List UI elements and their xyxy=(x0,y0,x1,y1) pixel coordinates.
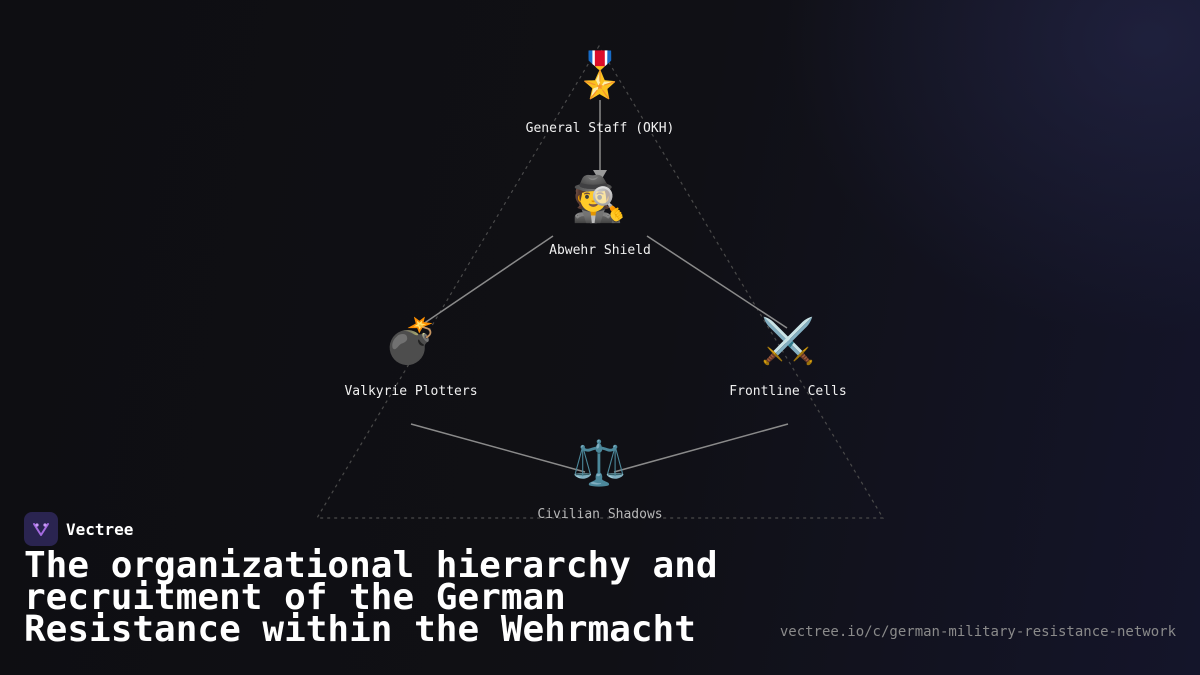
edge-abwehr-valkyrie xyxy=(422,235,554,325)
crossed-swords-icon: ⚔️ xyxy=(760,316,816,367)
edge-valkyrie-civilian xyxy=(410,423,586,473)
node-label-frontline-cells: Frontline Cells xyxy=(729,384,847,399)
brand[interactable]: Vectree xyxy=(24,512,133,546)
node-label-general-staff: General Staff (OKH) xyxy=(525,121,675,136)
bomb-icon: 💣 xyxy=(383,316,439,367)
node-label-valkyrie-plotters: Valkyrie Plotters xyxy=(344,384,478,399)
detective-icon: 🕵️ xyxy=(571,174,627,225)
edge-arrowhead-icon xyxy=(593,170,607,182)
logo-mark xyxy=(33,523,49,536)
node-label-civilian-shadows: Civilian Shadows xyxy=(537,507,663,522)
edge-abwehr-frontline xyxy=(646,235,788,329)
brand-name: Vectree xyxy=(66,519,134,539)
node-label-abwehr-shield: Abwehr Shield xyxy=(549,243,651,258)
military-medal-icon: 🎖️ xyxy=(572,50,628,101)
page-title: The organizational hierarchy and recruit… xyxy=(24,545,718,650)
balance-scale-icon: ⚖️ xyxy=(571,438,627,489)
page-url[interactable]: vectree.io/c/german-military-resistance-… xyxy=(779,624,1176,640)
vectree-logo-icon xyxy=(24,512,58,546)
edge-frontline-civilian xyxy=(613,423,789,473)
background-triangle xyxy=(315,44,885,519)
